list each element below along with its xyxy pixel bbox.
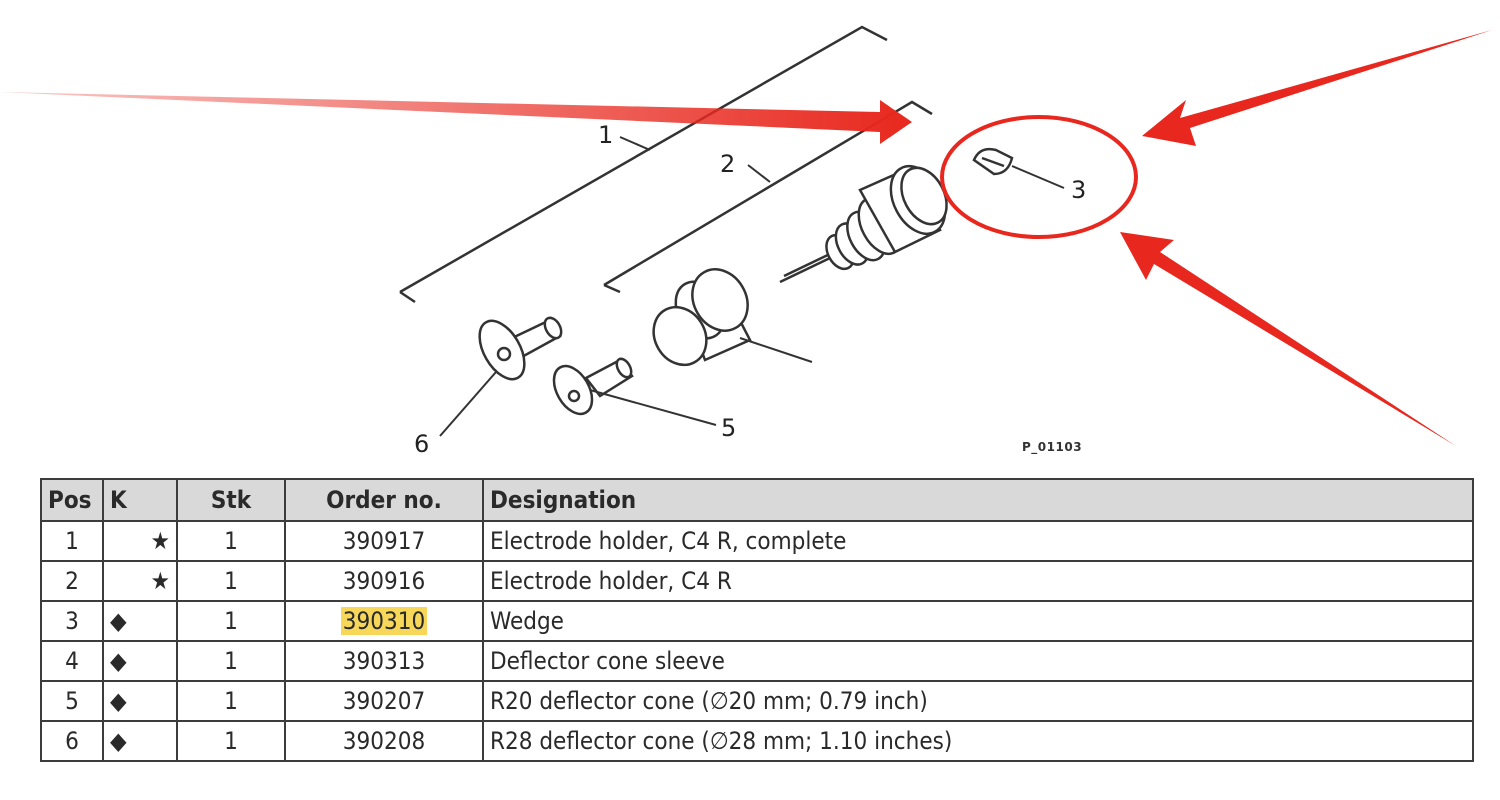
- order-no-cell: 390917: [284, 520, 484, 562]
- col-stk-header: Stk: [176, 478, 286, 522]
- r20-deflector-cone: [552, 357, 634, 416]
- star-icon: ★: [150, 567, 170, 595]
- stk-cell: 1: [176, 720, 286, 762]
- star-icon: ★: [150, 527, 170, 555]
- electrode-holder-body: [779, 165, 948, 284]
- designation-cell: Electrode holder, C4 R: [482, 560, 1474, 602]
- drawing-id-label: P_01103: [1022, 440, 1083, 454]
- pos-cell: 2: [40, 560, 104, 602]
- k-cell: ◆: [102, 640, 178, 682]
- stk-cell: 1: [176, 520, 286, 562]
- r28-deflector-cone: [478, 316, 563, 381]
- stk-cell: 1: [176, 640, 286, 682]
- pos-cell: 3: [40, 600, 104, 642]
- order-no-cell: 390313: [284, 640, 484, 682]
- order-no-cell: 390310: [284, 600, 484, 642]
- highlight-circle: [940, 115, 1138, 239]
- designation-cell: R28 deflector cone (∅28 mm; 1.10 inches): [482, 720, 1474, 762]
- stk-cell: 1: [176, 560, 286, 602]
- col-k-header: K: [102, 478, 178, 522]
- arrow-bottom-right-icon: [1120, 232, 1456, 446]
- callout-6: 6: [414, 430, 429, 458]
- stk-cell: 1: [176, 600, 286, 642]
- arrow-left-icon: [0, 92, 912, 144]
- deflector-cone-sleeve: [652, 268, 752, 367]
- pos-cell: 1: [40, 520, 104, 562]
- k-cell: ◆: [102, 720, 178, 762]
- parts-table: Pos K Stk Order no. Designation 1 ★ 1 39…: [40, 478, 1474, 762]
- table-row: 6 ◆ 1 390208 R28 deflector cone (∅28 mm;…: [40, 720, 1474, 762]
- callout-3: 3: [1071, 176, 1086, 204]
- table-row: 1 ★ 1 390917 Electrode holder, C4 R, com…: [40, 520, 1474, 562]
- leader-line-2: [747, 164, 771, 183]
- table-row: 3 ◆ 1 390310 Wedge: [40, 600, 1474, 642]
- diamond-icon: ◆: [110, 727, 127, 755]
- order-no-cell: 390207: [284, 680, 484, 722]
- pos-cell: 6: [40, 720, 104, 762]
- leader-line-3: [1011, 165, 1065, 189]
- table-header-row: Pos K Stk Order no. Designation: [40, 478, 1474, 522]
- designation-cell: Electrode holder, C4 R, complete: [482, 520, 1474, 562]
- table-row: 4 ◆ 1 390313 Deflector cone sleeve: [40, 640, 1474, 682]
- order-no-cell: 390916: [284, 560, 484, 602]
- col-designation-header: Designation: [482, 478, 1474, 522]
- callout-2: 2: [720, 150, 735, 178]
- designation-cell: Wedge: [482, 600, 1474, 642]
- wedge-part: [972, 147, 1014, 176]
- diamond-icon: ◆: [110, 647, 127, 675]
- stk-cell: 1: [176, 680, 286, 722]
- order-no-cell: 390208: [284, 720, 484, 762]
- leader-line-6: [439, 371, 497, 437]
- k-cell: ★: [102, 520, 178, 562]
- k-cell: ◆: [102, 680, 178, 722]
- col-order-header: Order no.: [284, 478, 484, 522]
- leader-line-5: [589, 389, 717, 426]
- arrow-top-right-icon: [1142, 30, 1492, 146]
- highlighted-order-no: 390310: [340, 607, 428, 635]
- exploded-parts-diagram: 1 2 3 5 6: [0, 25, 1492, 458]
- pos-cell: 4: [40, 640, 104, 682]
- leader-line-1: [619, 136, 651, 151]
- table-row: 5 ◆ 1 390207 R20 deflector cone (∅20 mm;…: [40, 680, 1474, 722]
- k-cell: ◆: [102, 600, 178, 642]
- callout-1: 1: [598, 121, 613, 149]
- diamond-icon: ◆: [110, 687, 127, 715]
- col-pos-header: Pos: [40, 478, 104, 522]
- bracket-2: [603, 100, 933, 294]
- leader-line-4: [739, 337, 813, 363]
- bracket-1: [399, 25, 888, 304]
- designation-cell: Deflector cone sleeve: [482, 640, 1474, 682]
- diamond-icon: ◆: [110, 607, 127, 635]
- pos-cell: 5: [40, 680, 104, 722]
- table-row: 2 ★ 1 390916 Electrode holder, C4 R: [40, 560, 1474, 602]
- k-cell: ★: [102, 560, 178, 602]
- designation-cell: R20 deflector cone (∅20 mm; 0.79 inch): [482, 680, 1474, 722]
- callout-5: 5: [721, 414, 736, 442]
